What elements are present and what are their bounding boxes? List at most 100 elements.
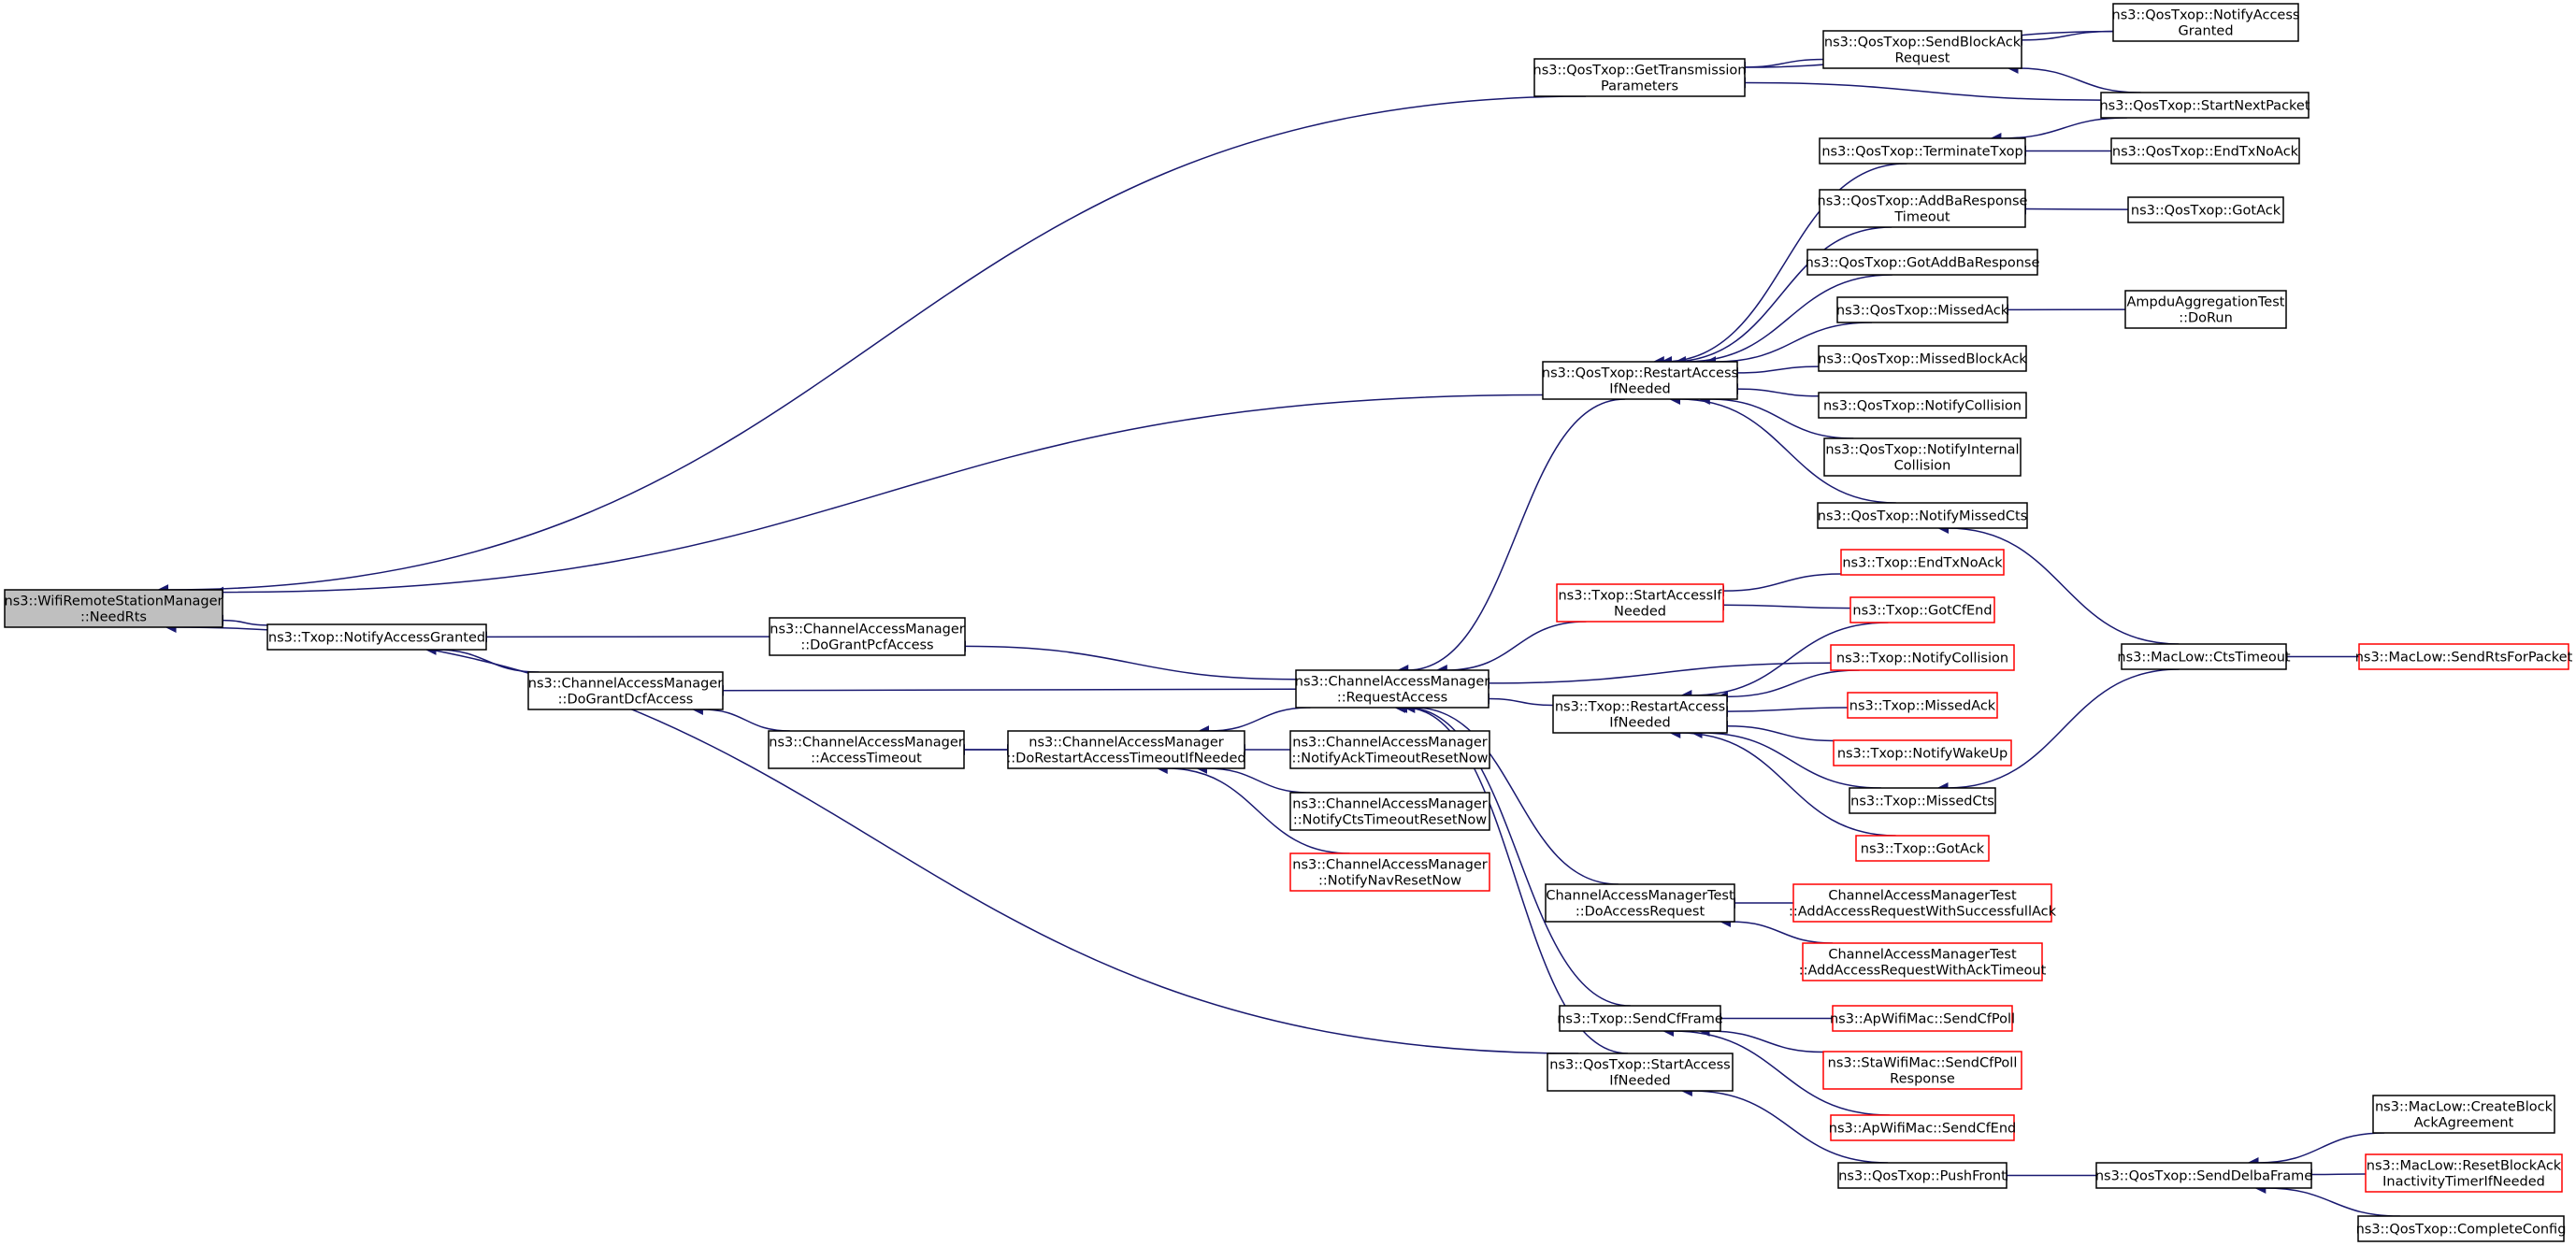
node-qt_etna[interactable]: ns3::QosTxop::EndTxNoAck — [2110, 137, 2300, 165]
node-qt_gack[interactable]: ns3::QosTxop::GotAck — [2127, 196, 2284, 223]
node-box[interactable] — [2110, 137, 2300, 165]
node-tx_gcfe[interactable]: ns3::Txop::GotCfEnd — [1849, 596, 1995, 623]
node-box[interactable] — [1545, 883, 1735, 923]
node-box[interactable] — [4, 589, 223, 628]
node-box[interactable] — [1806, 249, 2038, 276]
node-box[interactable] — [1295, 669, 1489, 709]
node-box[interactable] — [2124, 290, 2287, 329]
node-ap_scfp[interactable]: ns3::ApWifiMac::SendCfPoll — [1830, 1005, 2015, 1032]
node-box[interactable] — [2095, 1162, 2312, 1189]
node-box[interactable] — [1855, 835, 1990, 862]
node-box[interactable] — [1818, 345, 2027, 372]
node-qt_sdf[interactable]: ns3::QosTxop::SendDelbaFrame — [2095, 1162, 2312, 1189]
node-box[interactable] — [1802, 942, 2043, 981]
node-tx_mack[interactable]: ns3::Txop::MissedAck — [1847, 692, 1998, 719]
node-box[interactable] — [1819, 189, 2026, 228]
node-box[interactable] — [1542, 361, 1738, 400]
node-ml_rbait[interactable]: ns3::MacLow::ResetBlockAckInactivityTime… — [2365, 1153, 2563, 1193]
node-box[interactable] — [2121, 643, 2287, 670]
node-box[interactable] — [1533, 58, 1746, 97]
node-cam_natrn[interactable]: ns3::ChannelAccessManager::NotifyAckTime… — [1289, 730, 1490, 769]
node-cam_ra[interactable]: ns3::ChannelAccessManager::RequestAccess — [1295, 669, 1490, 709]
node-box[interactable] — [1832, 1005, 2013, 1032]
node-box[interactable] — [1818, 392, 2027, 419]
node-box[interactable] — [769, 617, 966, 656]
node-box[interactable] — [1823, 437, 2022, 477]
node-cam_dgdcf[interactable]: ns3::ChannelAccessManager::DoGrantDcfAcc… — [527, 671, 724, 710]
node-tx_etna[interactable]: ns3::Txop::EndTxNoAck — [1840, 549, 2005, 576]
node-box[interactable] — [2365, 1153, 2563, 1193]
node-box[interactable] — [2372, 1095, 2555, 1134]
node-qt_mack[interactable]: ns3::QosTxop::MissedAck — [1836, 296, 2009, 323]
node-box[interactable] — [1837, 1162, 2008, 1189]
node-box[interactable] — [1830, 1114, 2015, 1141]
node-tx_gack[interactable]: ns3::Txop::GotAck — [1855, 835, 1990, 862]
node-box[interactable] — [1289, 792, 1490, 831]
node-box[interactable] — [1822, 1051, 2022, 1090]
node-qt_mcts[interactable]: ns3::QosTxop::NotifyMissedCts — [1817, 502, 2028, 529]
node-box[interactable] — [1792, 883, 2052, 923]
node-box[interactable] — [1847, 692, 1998, 719]
node-box[interactable] — [2100, 92, 2310, 119]
node-camt_sack[interactable]: ChannelAccessManagerTest::AddAccessReque… — [1789, 883, 2057, 923]
node-tx_nwu[interactable]: ns3::Txop::NotifyWakeUp — [1833, 739, 2012, 766]
node-box[interactable] — [2127, 196, 2284, 223]
node-cam_nctrn[interactable]: ns3::ChannelAccessManager::NotifyCtsTime… — [1289, 792, 1490, 831]
node-box[interactable] — [1849, 596, 1995, 623]
node-box[interactable] — [1819, 137, 2026, 165]
node-box[interactable] — [1552, 695, 1728, 734]
node-root[interactable]: ns3::WifiRemoteStationManager::NeedRts — [4, 589, 223, 628]
node-qt_cc[interactable]: ns3::QosTxop::CompleteConfig — [2356, 1215, 2567, 1242]
node-tx_ncol[interactable]: ns3::Txop::NotifyCollision — [1830, 644, 2015, 671]
node-ampdu[interactable]: AmpduAggregationTest::DoRun — [2124, 290, 2287, 329]
node-camt_dar[interactable]: ChannelAccessManagerTest::DoAccessReques… — [1545, 883, 1735, 923]
node-box[interactable] — [1833, 739, 2012, 766]
node-qt_gabr[interactable]: ns3::QosTxop::GotAddBaResponse — [1806, 249, 2040, 276]
node-qt_ncol[interactable]: ns3::QosTxop::NotifyCollision — [1818, 392, 2027, 419]
node-cam_nnrn[interactable]: ns3::ChannelAccessManager::NotifyNavRese… — [1289, 852, 1490, 892]
node-box[interactable] — [2357, 1215, 2565, 1242]
node-tx_scff[interactable]: ns3::Txop::SendCfFrame — [1557, 1005, 1723, 1032]
node-ml_srfp[interactable]: ns3::MacLow::SendRtsForPacket — [2355, 643, 2573, 670]
node-cam_at[interactable]: ns3::ChannelAccessManager::AccessTimeout — [768, 730, 965, 769]
node-cam_drat[interactable]: ns3::ChannelAccessManager::DoRestartAcce… — [1006, 730, 1246, 769]
node-box[interactable] — [2112, 3, 2299, 42]
node-box[interactable] — [1840, 549, 2005, 576]
node-box[interactable] — [1007, 730, 1245, 769]
node-ml_ctst[interactable]: ns3::MacLow::CtsTimeout — [2117, 643, 2291, 670]
node-qt_tt[interactable]: ns3::QosTxop::TerminateTxop — [1819, 137, 2026, 165]
node-qt_pf[interactable]: ns3::QosTxop::PushFront — [1837, 1162, 2008, 1189]
node-box[interactable] — [1849, 787, 1996, 814]
node-qt_mba[interactable]: ns3::QosTxop::MissedBlockAck — [1818, 345, 2027, 372]
node-box[interactable] — [1817, 502, 2028, 529]
node-box[interactable] — [1289, 852, 1490, 892]
node-box[interactable] — [1289, 730, 1490, 769]
node-box[interactable] — [1830, 644, 2015, 671]
node-txop_nag[interactable]: ns3::Txop::NotifyAccessGranted — [266, 623, 487, 651]
node-box[interactable] — [527, 671, 724, 710]
node-box[interactable] — [768, 730, 965, 769]
node-box[interactable] — [1547, 1053, 1734, 1092]
node-box[interactable] — [1556, 583, 1724, 623]
node-box[interactable] — [1836, 296, 2008, 323]
node-qt_snp[interactable]: ns3::QosTxop::StartNextPacket — [2099, 92, 2310, 119]
node-box[interactable] — [1822, 30, 2022, 69]
node-box[interactable] — [1559, 1005, 1721, 1032]
node-ap_scfe[interactable]: ns3::ApWifiMac::SendCfEnd — [1829, 1114, 2017, 1141]
node-qt_nag[interactable]: ns3::QosTxop::NotifyAccessGranted — [2112, 3, 2300, 42]
node-tx_mcts[interactable]: ns3::Txop::MissedCts — [1849, 787, 1996, 814]
node-box[interactable] — [2358, 643, 2569, 670]
node-cam_dgpcf[interactable]: ns3::ChannelAccessManager::DoGrantPcfAcc… — [769, 617, 966, 656]
node-camt_ackto[interactable]: ChannelAccessManagerTest::AddAccessReque… — [1799, 942, 2047, 981]
node-box[interactable] — [266, 623, 487, 651]
